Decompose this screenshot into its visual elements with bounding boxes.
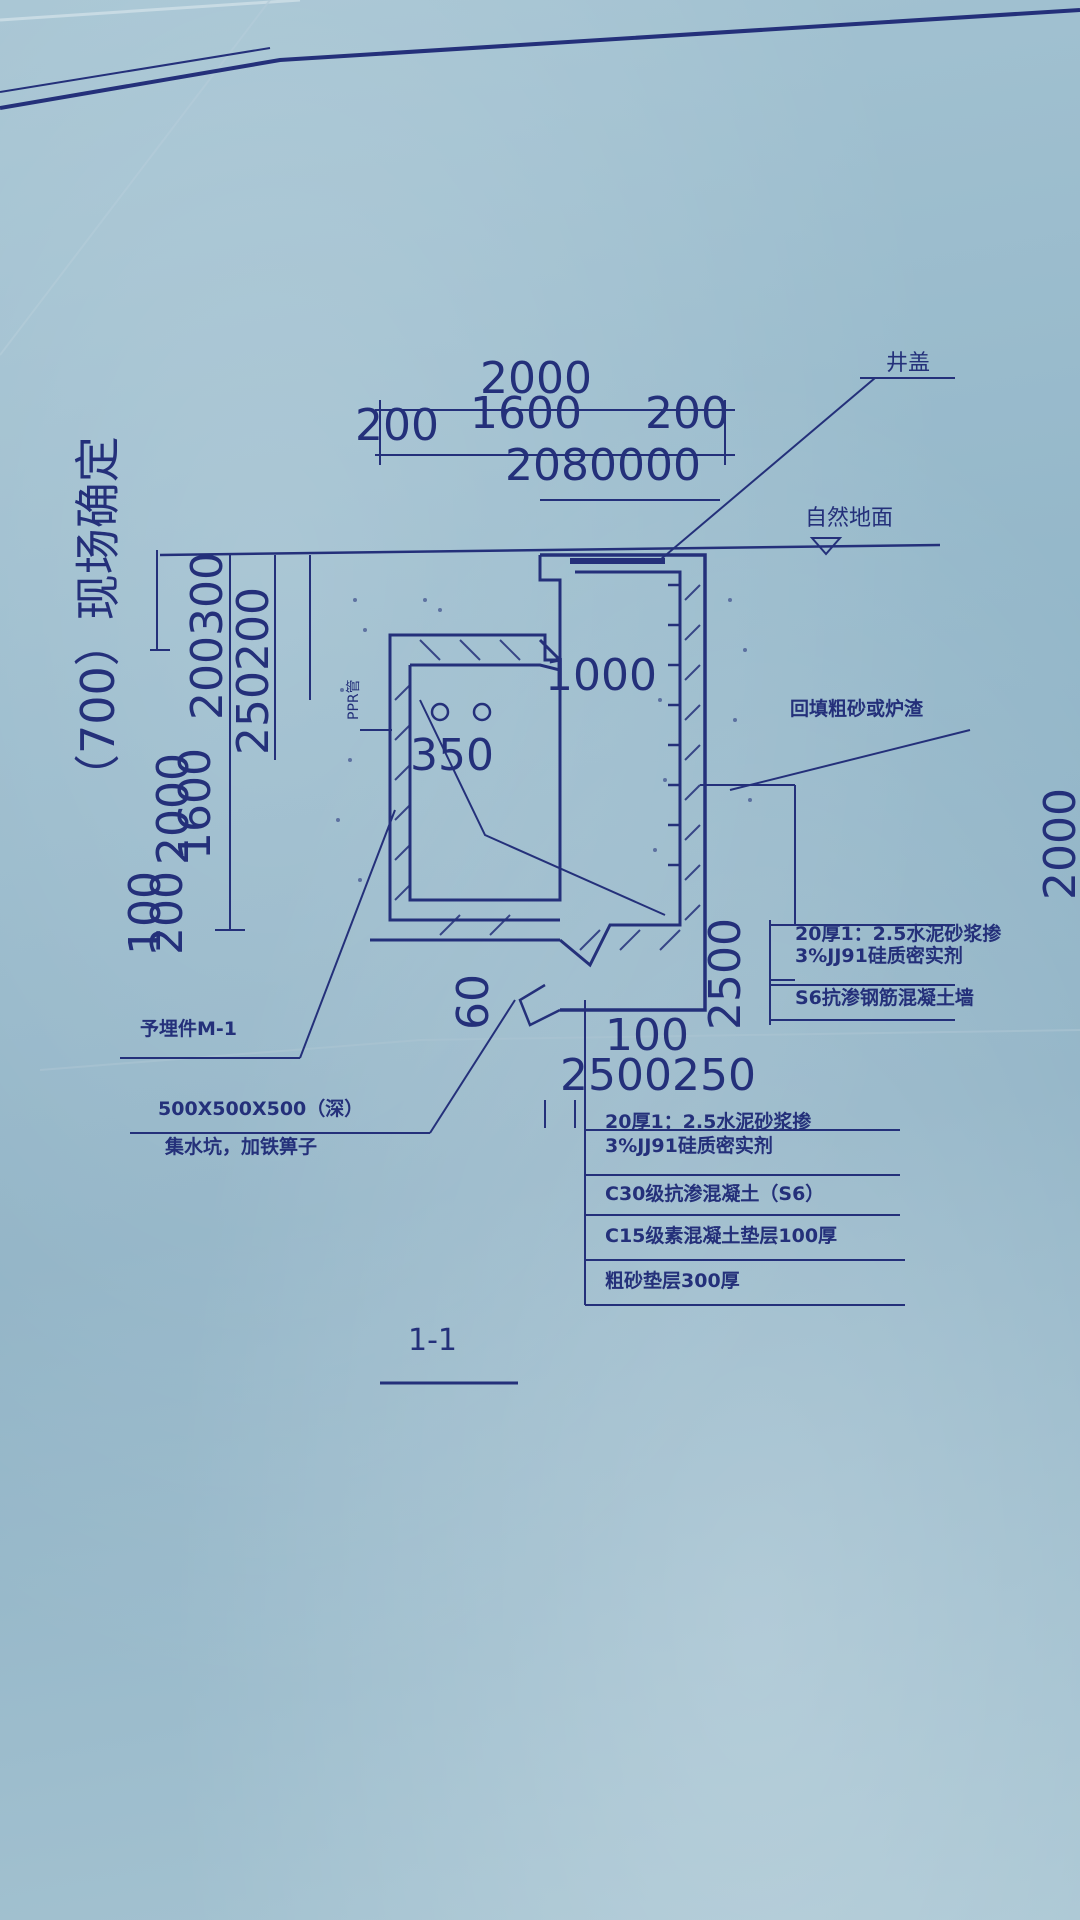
label-well-cover: 井盖 — [886, 351, 930, 376]
wall-hatching — [394, 584, 701, 951]
dim-top-right: 200 — [645, 388, 729, 439]
structure-outline-neck — [538, 555, 562, 664]
pipe-circle-left — [430, 702, 450, 722]
sheet-border-line-2 — [0, 47, 271, 93]
dim-left-200300-wrap: 200300 — [182, 552, 233, 720]
dim-sump-60-wrap: 60 — [448, 974, 499, 1030]
label-sump-1: 500X500X500（深） — [158, 1097, 363, 1120]
label-natural-ground: 自然地面 — [805, 506, 893, 531]
dim-far-right: 2000 — [1035, 788, 1080, 900]
label-floor-plaster-1: 20厚1：2.5水泥砂浆掺 — [605, 1110, 811, 1133]
pipe-note: PPR管 — [346, 679, 362, 720]
structure-inner-chamber — [408, 663, 562, 902]
leader-well-cover — [659, 377, 876, 561]
left-dimension-lines — [150, 550, 392, 931]
paper-fold — [0, 0, 271, 356]
ground-level-symbol — [809, 537, 843, 556]
dim-second-row: 2080000 — [505, 440, 701, 491]
vertical-note-wrap: （700）现场确定 — [71, 436, 125, 800]
label-wall-concrete: S6抗渗钢筋混凝土墙 — [795, 986, 974, 1009]
vertical-note: （700）现场确定 — [71, 436, 125, 800]
label-embedded-part: 予埋件M-1 — [140, 1017, 237, 1040]
label-wall-plaster-1: 20厚1：2.5水泥砂浆掺 — [795, 922, 1001, 945]
natural-ground-line — [159, 543, 941, 557]
top-dimension-lines — [375, 400, 735, 501]
structure-inner-right — [559, 570, 682, 968]
structure-outline-left — [388, 580, 562, 922]
dim-left-200: 200 — [142, 871, 193, 955]
interior-pipe — [419, 699, 666, 916]
dim-left-1600-wrap: 1600 — [170, 748, 221, 860]
dim-left-1600: 1600 — [170, 748, 221, 860]
label-backfill: 回填粗砂或炉渣 — [790, 697, 924, 720]
dim-right-2500: 2500 — [700, 918, 751, 1030]
dim-left-250200-wrap: 250200 — [228, 587, 279, 755]
label-cushion: C15级素混凝土垫层100厚 — [605, 1224, 837, 1247]
sheet-border-line — [0, 8, 1080, 110]
dim-bottom: 2500250 — [560, 1050, 756, 1101]
pipe-circle-right — [472, 702, 492, 722]
dim-left-2000-wrap: 2000 — [148, 753, 199, 865]
dim-far-right-wrap: 2000 — [1035, 788, 1080, 900]
paper-edge — [0, 0, 301, 22]
dim-bottom-100: 100 — [605, 1010, 689, 1061]
drawing-title: 1-1 — [408, 1323, 457, 1358]
label-sump-2: 集水坑，加铁箅子 — [164, 1135, 317, 1158]
dim-top-total: 2000 — [480, 353, 592, 404]
label-floor-slab: C30级抗渗混凝土（S6） — [605, 1182, 824, 1205]
ladder-rungs — [668, 583, 680, 867]
dim-interior-width: 1000 — [545, 650, 657, 701]
label-sand: 粗砂垫层300厚 — [605, 1269, 740, 1292]
paper-crease — [39, 1029, 1080, 1071]
soil-stipple — [336, 598, 752, 882]
sump-outline — [518, 983, 561, 1027]
dim-left-200300: 200300 — [182, 552, 233, 720]
pipe-note-wrap: PPR管 — [346, 679, 362, 720]
dim-left-200-wrap: 200 — [142, 871, 193, 955]
dim-left-100: 100 — [120, 871, 171, 955]
dim-left-100-wrap: 100 — [120, 871, 171, 955]
label-wall-plaster-2: 3%JJ91硅质密实剂 — [795, 944, 963, 967]
dim-right-2500-wrap: 2500 — [700, 918, 751, 1030]
dim-left-250200: 250200 — [228, 587, 279, 755]
dim-left-2000: 2000 — [148, 753, 199, 865]
dim-top-left: 200 — [355, 400, 439, 451]
structure-outline-right — [540, 553, 707, 1012]
dim-pipe-offset: 350 — [410, 730, 494, 781]
label-floor-plaster-2: 3%JJ91硅质密实剂 — [605, 1134, 773, 1157]
dim-sump-60: 60 — [448, 974, 499, 1030]
dim-top-mid: 1600 — [470, 388, 582, 439]
label-leader-lines — [120, 729, 971, 1306]
